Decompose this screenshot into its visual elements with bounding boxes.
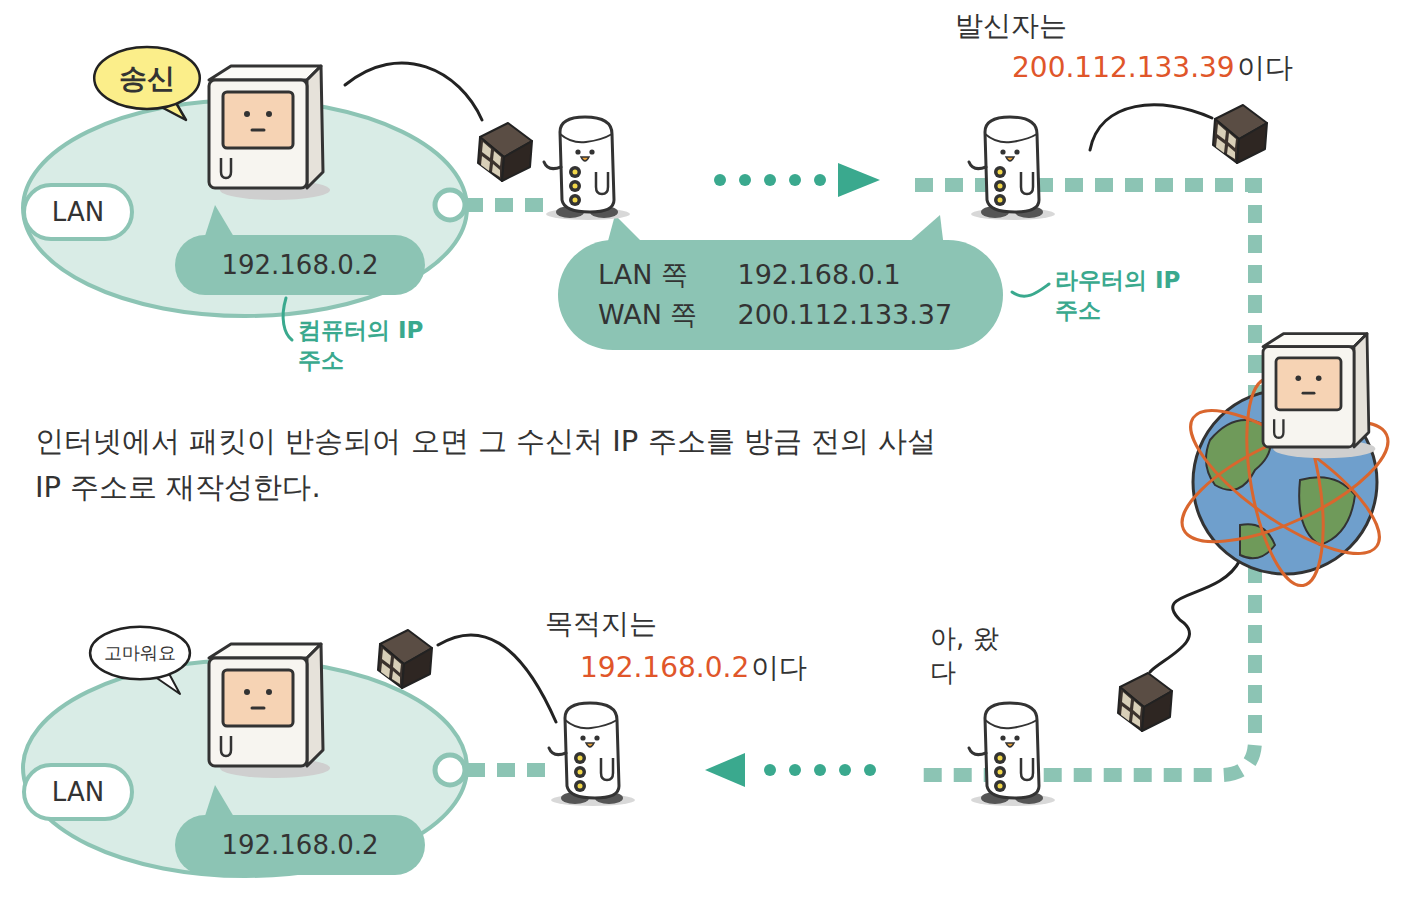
packet-string	[1150, 560, 1240, 672]
node-text: 고마워요	[104, 642, 176, 665]
flow-arrow	[705, 753, 745, 787]
link-port	[435, 190, 465, 785]
flow-arrow	[764, 764, 776, 776]
flow-arrow	[839, 764, 851, 776]
leader-line	[283, 298, 292, 340]
node-text: WAN 쪽	[598, 298, 697, 332]
flow-arrow	[789, 174, 801, 186]
lan-tag: LAN	[22, 183, 134, 241]
internet-globe	[1299, 477, 1355, 545]
dotted-link	[465, 198, 545, 212]
computer-icon	[209, 66, 330, 200]
internet-globe	[1167, 334, 1404, 592]
speech-text: 발신자는	[955, 8, 1067, 43]
node-text: 192.168.0.2	[221, 829, 378, 862]
explanation-note: 인터넷에서 패킷이 반송되어 오면 그 수신처 IP 주소를 방금 전의 사설 …	[35, 418, 955, 511]
lan-tag: LAN	[22, 763, 134, 821]
router-icon	[544, 117, 630, 220]
packet-icon	[378, 105, 1267, 731]
packet-string	[438, 635, 556, 722]
node-text: LAN	[52, 776, 104, 809]
flow-arrow	[814, 764, 826, 776]
speech-bubble: 고마워요	[88, 625, 192, 681]
packet-string	[345, 63, 482, 120]
internet-globe	[1206, 420, 1271, 490]
packet-string	[1090, 105, 1212, 150]
router-ip-box: LAN 쪽 192.168.0.1WAN 쪽 200.112.133.37	[558, 240, 1003, 350]
flow-arrow	[864, 764, 876, 776]
packet-icon	[1213, 105, 1267, 163]
ip-address-box: 192.168.0.2	[175, 815, 425, 875]
flow-arrow	[789, 764, 801, 776]
node-text: 송신	[119, 61, 175, 96]
flow-arrow	[838, 163, 880, 197]
packet-icon	[1118, 673, 1172, 731]
speech-text: 이다	[1237, 50, 1293, 85]
packet-icon	[378, 630, 432, 688]
ip-address: 200.112.133.39	[1012, 50, 1235, 85]
annotation: 라우터의 IP 주소	[1055, 266, 1195, 326]
node-text: LAN	[52, 196, 104, 229]
packet-string	[345, 63, 1240, 722]
annotation: 컴퓨터의 IP 주소	[298, 316, 438, 376]
computer-icon	[209, 66, 330, 778]
node-text: 192.168.0.1	[737, 258, 952, 292]
link-port	[435, 190, 465, 220]
flow-arrow	[714, 174, 726, 186]
router-icon	[544, 117, 1055, 806]
router-icon	[549, 703, 635, 806]
computer-icon	[209, 644, 330, 778]
ip-address-box: 192.168.0.2	[175, 235, 425, 295]
flow-arrow	[739, 174, 751, 186]
flow-arrow	[814, 174, 826, 186]
bubble-tail	[148, 96, 945, 822]
speech-text: 아, 왔다	[930, 622, 1012, 690]
speech-text: 이다	[751, 650, 807, 685]
internet-globe	[1263, 334, 1375, 458]
flow-arrow	[764, 174, 776, 186]
node-text: 200.112.133.37	[737, 298, 952, 332]
speech-bubble: 송신	[92, 45, 202, 111]
link-port	[435, 755, 465, 785]
dotted-link	[465, 185, 1255, 775]
router-icon	[969, 703, 1055, 806]
bubble-outline	[94, 47, 200, 109]
router-icon	[969, 117, 1055, 220]
leader-line	[1012, 284, 1049, 296]
packet-icon	[478, 123, 532, 181]
node-text: 192.168.0.2	[221, 249, 378, 282]
bubble-outline	[90, 627, 190, 680]
dotted-link	[465, 763, 545, 777]
speech-text: 목적지는	[545, 606, 657, 641]
node-text: LAN 쪽	[598, 258, 697, 292]
ip-address: 192.168.0.2	[580, 650, 749, 685]
